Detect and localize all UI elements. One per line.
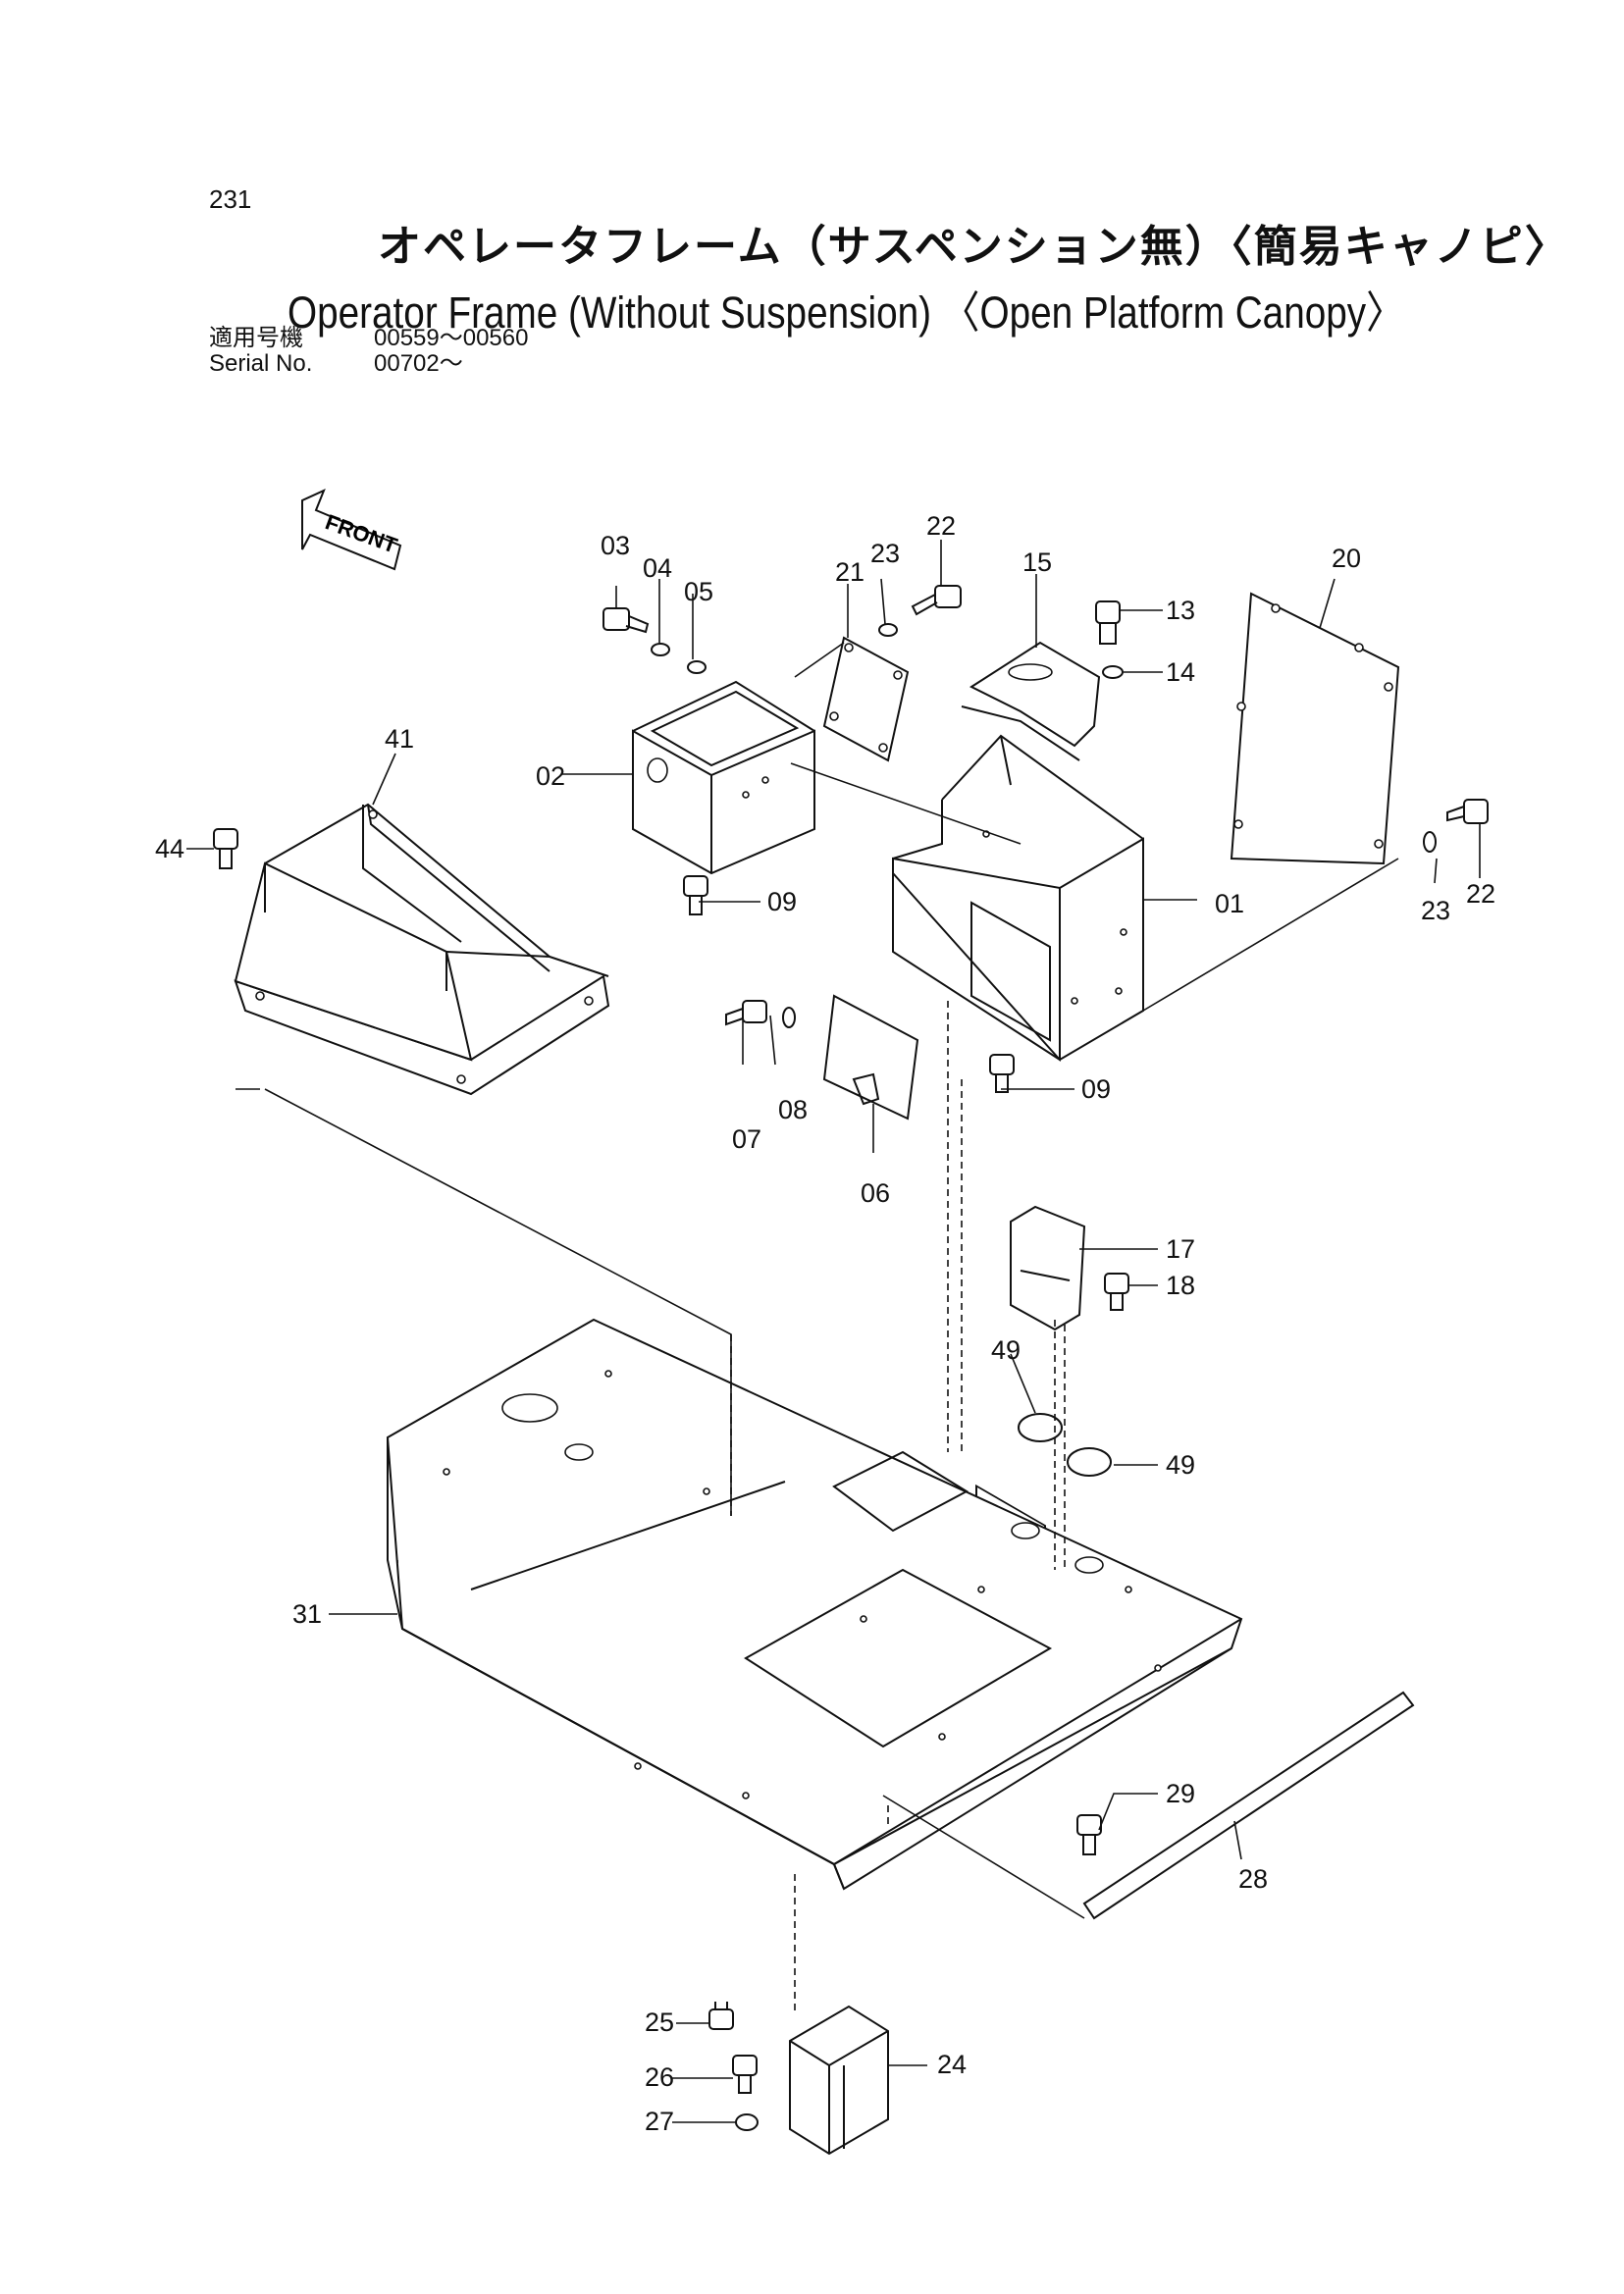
page-number: 231	[209, 184, 252, 214]
bolt-icon	[911, 585, 962, 616]
bolt-icon	[989, 1054, 1015, 1093]
serial-info: 適用号機 00559～00560 Serial No. 00702～	[209, 326, 528, 377]
title-japanese: オペレータフレーム（サスペンション無）〈簡易キャノピ〉	[378, 222, 1570, 272]
label-03: 03	[601, 531, 630, 560]
label-23a: 23	[870, 539, 900, 568]
bolt-icon	[1104, 1273, 1129, 1311]
label-26: 26	[645, 2062, 674, 2092]
label-41: 41	[385, 724, 414, 754]
part-02-box	[632, 680, 815, 875]
part-06-cover	[822, 994, 919, 1121]
bolt-icon	[708, 2002, 734, 2030]
serial-jp-label: 適用号機	[209, 325, 303, 351]
part-01-console	[892, 734, 1144, 1606]
label-14: 14	[1166, 657, 1195, 687]
part-21-plate	[822, 636, 910, 762]
title-english: Operator Frame (Without Suspension) 〈Ope…	[288, 287, 1404, 338]
part-28-rail	[1082, 1691, 1415, 1920]
bolt-icon	[725, 1000, 767, 1026]
label-09a: 09	[767, 887, 797, 916]
front-arrow-icon: FRONT	[301, 489, 402, 571]
part-41-seat-stand	[234, 803, 610, 1096]
label-09b: 09	[1081, 1074, 1111, 1104]
label-31: 31	[292, 1599, 322, 1629]
label-25: 25	[645, 2007, 674, 2037]
label-17: 17	[1166, 1234, 1195, 1264]
label-01: 01	[1215, 889, 1244, 918]
serial-en-label: Serial No.	[209, 350, 313, 377]
bolt-icon	[1076, 1814, 1102, 1855]
label-08: 08	[778, 1095, 808, 1124]
label-28: 28	[1238, 1864, 1268, 1894]
label-05: 05	[684, 577, 713, 606]
label-44: 44	[155, 834, 184, 863]
label-49b: 49	[1166, 1450, 1195, 1480]
serial-jp-value: 00559～00560	[374, 325, 529, 351]
label-13: 13	[1166, 596, 1195, 625]
part-20-panel	[1230, 592, 1400, 865]
label-22a: 22	[926, 511, 956, 541]
label-20: 20	[1332, 544, 1361, 573]
part-49-grommet	[1067, 1447, 1112, 1477]
part-24-leg-bracket	[789, 2005, 889, 2156]
part-49-grommet	[1018, 1413, 1063, 1442]
serial-en-value: 00702～	[374, 350, 463, 377]
washer-icon	[1423, 831, 1437, 853]
washer-icon	[782, 1007, 796, 1028]
part-17-bracket	[1010, 1205, 1086, 1331]
bolt-icon	[1095, 600, 1121, 645]
part-15-bracket	[961, 641, 1101, 761]
washer-icon	[687, 660, 707, 674]
washer-icon	[735, 2113, 759, 2131]
washer-icon	[878, 623, 898, 637]
bolt-icon	[602, 607, 650, 634]
leader-lines	[186, 540, 1481, 2123]
bolt-icon	[1446, 799, 1489, 824]
label-21: 21	[835, 557, 864, 587]
label-02: 02	[536, 761, 565, 791]
label-18: 18	[1166, 1271, 1195, 1300]
label-29: 29	[1166, 1779, 1195, 1808]
front-arrow-label: FRONT	[322, 509, 400, 558]
label-49a: 49	[991, 1335, 1021, 1365]
label-15: 15	[1022, 547, 1052, 577]
washer-icon	[1102, 665, 1124, 679]
part-31-floor-plate	[387, 1318, 1243, 1891]
label-27: 27	[645, 2107, 674, 2136]
bolt-icon	[683, 875, 708, 915]
bolt-icon	[732, 2055, 758, 2094]
washer-icon	[651, 643, 670, 656]
label-07: 07	[732, 1124, 761, 1154]
label-04: 04	[643, 553, 672, 583]
bolt-icon	[213, 828, 238, 869]
label-22b: 22	[1466, 879, 1495, 909]
label-06: 06	[861, 1178, 890, 1208]
label-24: 24	[937, 2050, 967, 2079]
label-23b: 23	[1421, 896, 1450, 925]
